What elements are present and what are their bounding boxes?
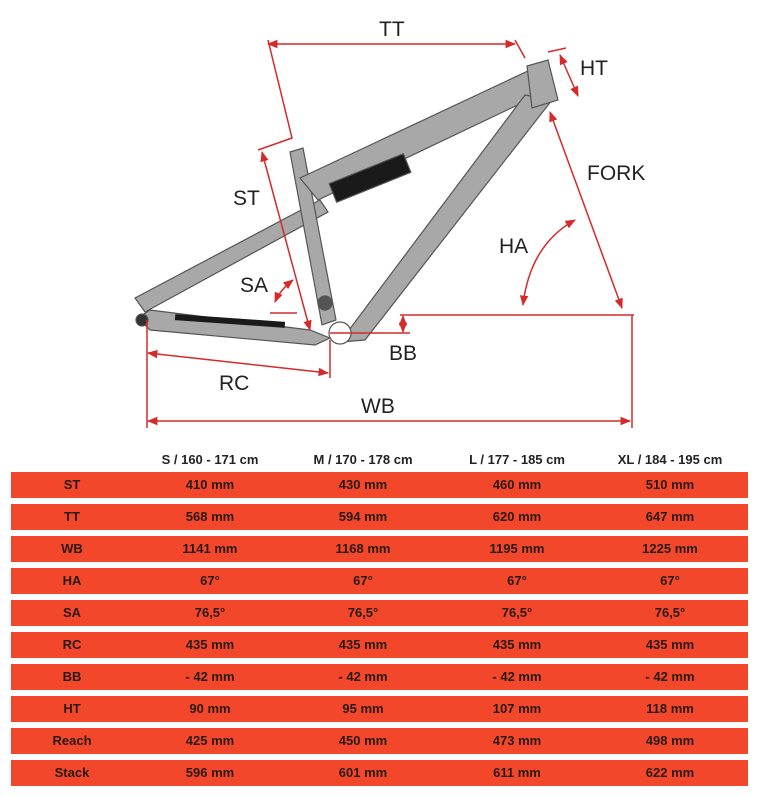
row-value: 622 mm	[645, 765, 695, 780]
row-value: 568 mm	[185, 509, 235, 524]
label-sa: SA	[240, 274, 268, 297]
row-value: 435 mm	[338, 637, 388, 652]
size-header-xl: XL / 184 - 195 cm	[617, 452, 723, 467]
table-row: Reach 425 mm 450 mm 473 mm 498 mm	[11, 728, 748, 754]
bike-frame	[134, 59, 559, 346]
row-value: 76,5°	[654, 605, 686, 620]
row-value: 601 mm	[338, 765, 388, 780]
pivot	[317, 295, 333, 311]
table-row: SA 76,5° 76,5° 76,5° 76,5°	[11, 600, 748, 626]
row-value: 90 mm	[189, 701, 231, 716]
row-label: Reach	[52, 733, 92, 748]
table-row: WB 1141 mm 1168 mm 1195 mm 1225 mm	[11, 536, 748, 562]
row-label: BB	[62, 669, 82, 684]
row-label: ST	[63, 477, 81, 492]
row-value: - 42 mm	[645, 669, 695, 684]
row-value: - 42 mm	[492, 669, 542, 684]
row-label: TT	[64, 509, 80, 524]
row-value: 647 mm	[645, 509, 695, 524]
row-value: 435 mm	[492, 637, 542, 652]
row-value: 76,5°	[501, 605, 533, 620]
row-value: - 42 mm	[185, 669, 235, 684]
row-value: 76,5°	[194, 605, 226, 620]
rear-axle	[135, 313, 149, 327]
chainstay-guard	[174, 314, 286, 328]
head-tube	[526, 59, 559, 109]
size-header-l: L / 177 - 185 cm	[469, 452, 565, 467]
table-row: HT 90 mm 95 mm 107 mm 118 mm	[11, 696, 748, 722]
size-header-s: S / 160 - 171 cm	[161, 452, 259, 467]
row-label: HT	[63, 701, 81, 716]
dimension-lines	[146, 39, 634, 428]
label-bb: BB	[389, 342, 417, 365]
table-row: TT 568 mm 594 mm 620 mm 647 mm	[11, 504, 748, 530]
row-value: 425 mm	[185, 733, 235, 748]
row-value: 460 mm	[492, 477, 542, 492]
row-label: SA	[62, 605, 82, 620]
label-ha: HA	[499, 235, 528, 258]
row-value: 410 mm	[185, 477, 235, 492]
row-value: 76,5°	[347, 605, 379, 620]
row-value: 67°	[660, 573, 680, 588]
row-label: HA	[62, 573, 82, 588]
size-header-m: M / 170 - 178 cm	[313, 452, 413, 467]
row-value: 1195 mm	[489, 541, 545, 556]
row-value: 95 mm	[342, 701, 384, 716]
label-tt: TT	[379, 18, 405, 41]
row-value: 435 mm	[645, 637, 695, 652]
row-value: 118 mm	[646, 701, 694, 716]
chainstay	[137, 309, 332, 346]
row-value: 1225 mm	[642, 541, 698, 556]
label-fork: FORK	[587, 162, 645, 185]
row-value: 510 mm	[645, 477, 695, 492]
row-value: - 42 mm	[338, 669, 388, 684]
row-label: Stack	[54, 765, 90, 780]
row-value: 473 mm	[492, 733, 542, 748]
row-value: 1141 mm	[182, 541, 238, 556]
row-value: 67°	[353, 573, 373, 588]
row-value: 67°	[200, 573, 220, 588]
row-value: 596 mm	[185, 765, 235, 780]
row-value: 498 mm	[645, 733, 695, 748]
row-value: 1168 mm	[335, 541, 391, 556]
row-value: 435 mm	[185, 637, 235, 652]
table-row: Stack 596 mm 601 mm 611 mm 622 mm	[11, 760, 748, 786]
label-wb: WB	[361, 395, 395, 418]
row-value: 620 mm	[492, 509, 542, 524]
frame-geometry-diagram: TT HT ST FORK HA SA BB RC WB	[134, 18, 645, 428]
table-row: BB - 42 mm - 42 mm - 42 mm - 42 mm	[11, 664, 748, 690]
table-row: ST 410 mm 430 mm 460 mm 510 mm	[11, 472, 748, 498]
row-label: WB	[61, 541, 83, 556]
table-row: HA 67° 67° 67° 67°	[11, 568, 748, 594]
row-value: 594 mm	[338, 509, 388, 524]
row-value: 611 mm	[493, 765, 541, 780]
row-value: 67°	[507, 573, 527, 588]
row-value: 430 mm	[338, 477, 388, 492]
label-ht: HT	[580, 57, 608, 80]
row-value: 107 mm	[492, 701, 542, 716]
label-rc: RC	[219, 372, 249, 395]
seatstay	[134, 199, 329, 313]
table-row: RC 435 mm 435 mm 435 mm 435 mm	[11, 632, 748, 658]
row-label: RC	[62, 637, 82, 652]
label-st: ST	[233, 187, 260, 210]
row-value: 450 mm	[338, 733, 388, 748]
rear-shock	[328, 152, 412, 204]
